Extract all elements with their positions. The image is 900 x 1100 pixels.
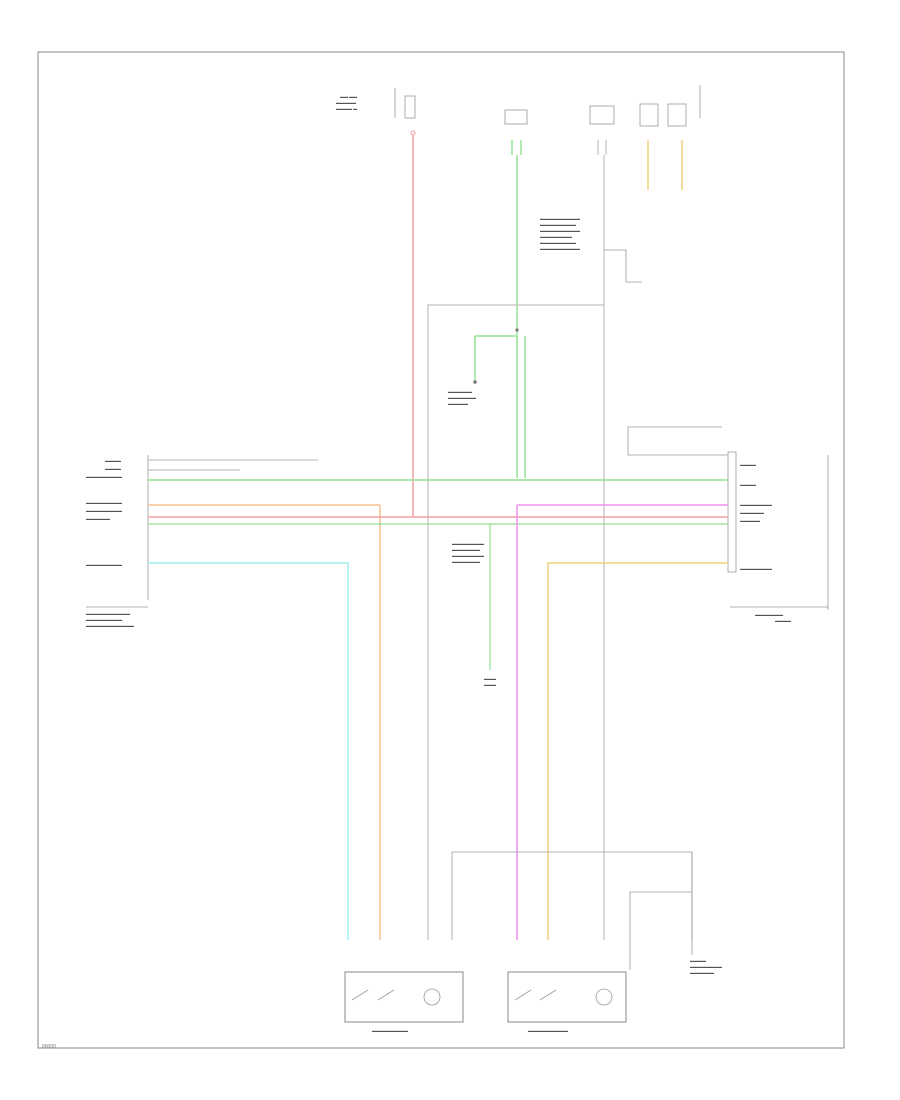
- svg-text:▬▬▬: ▬▬▬: [484, 676, 496, 681]
- svg-text:▬▬▬▬▬▬▬▬▬▬▬: ▬▬▬▬▬▬▬▬▬▬▬: [86, 611, 130, 616]
- svg-text:▬▬▬▬▬▬▬▬▬: ▬▬▬▬▬▬▬▬▬: [540, 240, 576, 245]
- svg-text:▬▬▬▬▬▬▬▬▬▬: ▬▬▬▬▬▬▬▬▬▬: [540, 228, 580, 233]
- diagram-frame: [37, 51, 845, 1049]
- svg-text:▬▬▬▬▬▬▬▬: ▬▬▬▬▬▬▬▬: [540, 234, 572, 239]
- svg-text:▬▬▬▬▬▬▬▬▬: ▬▬▬▬▬▬▬▬▬: [86, 617, 122, 622]
- svg-text:▬▬▬▬: ▬▬▬▬: [105, 458, 121, 463]
- svg-text:▬▬▬▬: ▬▬▬▬: [740, 482, 756, 487]
- top-sources: ▬▬ ▬▬▬▬▬▬▬▬▬▬▬ ▬: [336, 85, 701, 190]
- svg-text:▬▬▬▬▬▬▬▬: ▬▬▬▬▬▬▬▬: [452, 541, 484, 546]
- svg-text:▬▬▬▬▬: ▬▬▬▬▬: [336, 100, 356, 105]
- source-right: [589, 105, 615, 155]
- svg-text:▬▬▬▬▬▬: ▬▬▬▬▬▬: [448, 389, 472, 394]
- svg-text:▬▬▬▬▬▬▬: ▬▬▬▬▬▬▬: [755, 612, 783, 617]
- right-connector: ▬▬▬▬ ▬▬▬▬ ▬▬▬▬▬▬▬▬ ▬▬▬▬▬▬ ▬▬▬▬▬ ▬▬▬▬▬▬▬▬…: [627, 426, 829, 623]
- svg-text:▬▬▬▬▬▬▬▬▬: ▬▬▬▬▬▬▬▬▬: [372, 1028, 408, 1033]
- svg-text:▬▬▬▬▬▬▬: ▬▬▬▬▬▬▬: [452, 547, 480, 552]
- svg-text:▬▬▬▬▬▬▬▬▬▬▬▬: ▬▬▬▬▬▬▬▬▬▬▬▬: [86, 623, 134, 628]
- svg-text:▬▬ ▬▬: ▬▬ ▬▬: [340, 94, 357, 99]
- svg-text:▬▬▬▬▬▬▬▬▬▬: ▬▬▬▬▬▬▬▬▬▬: [540, 246, 580, 251]
- svg-text:▬▬▬: ▬▬▬: [484, 682, 496, 687]
- module-label-top: ▬▬▬▬▬▬▬▬▬▬ ▬▬▬▬▬▬▬▬▬ ▬▬▬▬▬▬▬▬▬▬ ▬▬▬▬▬▬▬▬…: [540, 216, 580, 251]
- svg-text:▬▬▬▬▬▬▬▬▬: ▬▬▬▬▬▬▬▬▬: [86, 474, 122, 479]
- svg-text:▬▬▬▬▬: ▬▬▬▬▬: [448, 401, 468, 406]
- svg-text:▬▬▬▬▬▬▬▬▬: ▬▬▬▬▬▬▬▬▬: [86, 508, 122, 513]
- svg-text:▬▬▬▬▬▬▬▬: ▬▬▬▬▬▬▬▬: [452, 553, 484, 558]
- diagram-code: 00000: [42, 1044, 56, 1050]
- svg-text:▬▬▬▬▬▬▬: ▬▬▬▬▬▬▬: [448, 395, 476, 400]
- svg-text:▬▬▬▬: ▬▬▬▬: [775, 618, 791, 623]
- svg-text:▬▬▬▬: ▬▬▬▬: [105, 466, 121, 471]
- wire-blue: [148, 562, 349, 940]
- label-green-left: ▬▬▬▬▬▬▬▬▬▬▬▬▬▬▬▬▬▬: [448, 389, 476, 406]
- svg-text:▬▬▬▬▬▬▬▬: ▬▬▬▬▬▬▬▬: [690, 964, 722, 969]
- fuse-source-left: ▬▬ ▬▬▬▬▬▬▬▬▬▬▬ ▬: [336, 88, 416, 136]
- svg-text:▬▬▬▬▬▬▬▬▬: ▬▬▬▬▬▬▬▬▬: [86, 500, 122, 505]
- source-center: [504, 109, 528, 155]
- left-connector: ▬▬▬▬ ▬▬▬▬ ▬▬▬▬▬▬▬▬▬ ▬▬▬▬▬▬▬▬▬ ▬▬▬▬▬▬▬▬▬ …: [86, 455, 149, 628]
- svg-text:▬▬▬▬▬▬▬: ▬▬▬▬▬▬▬: [452, 559, 480, 564]
- switch-left: ▬▬▬▬▬▬▬▬▬: [344, 971, 464, 1033]
- switch-right: ▬▬▬▬▬▬▬▬▬▬: [507, 971, 627, 1033]
- connector-pair-top-right: [639, 85, 701, 190]
- svg-text:▬▬▬▬: ▬▬▬▬: [690, 958, 706, 963]
- svg-text:▬▬▬▬▬▬▬▬: ▬▬▬▬▬▬▬▬: [740, 502, 772, 507]
- svg-text:▬▬▬▬▬: ▬▬▬▬▬: [740, 518, 760, 523]
- svg-text:▬▬▬▬▬▬▬▬▬: ▬▬▬▬▬▬▬▬▬: [540, 222, 576, 227]
- svg-text:▬▬▬▬▬▬: ▬▬▬▬▬▬: [86, 516, 110, 521]
- svg-text:▬▬▬▬▬▬: ▬▬▬▬▬▬: [740, 510, 764, 515]
- svg-text:▬▬▬▬▬▬: ▬▬▬▬▬▬: [690, 970, 714, 975]
- ground-bottom-right: ▬▬▬▬▬▬▬▬▬▬▬▬▬▬▬▬▬▬: [690, 958, 722, 975]
- svg-text:▬▬▬▬ ▬: ▬▬▬▬ ▬: [336, 106, 357, 111]
- svg-text:▬▬▬▬▬▬▬▬▬: ▬▬▬▬▬▬▬▬▬: [86, 562, 122, 567]
- wire-yellow: [547, 562, 728, 940]
- svg-text:▬▬▬▬▬▬▬▬: ▬▬▬▬▬▬▬▬: [740, 566, 772, 571]
- ground-center: ▬▬▬▬▬▬▬▬▬▬▬▬▬▬▬▬▬▬▬▬▬▬▬▬▬▬▬▬▬▬▬▬▬▬▬▬: [452, 524, 496, 687]
- svg-text:▬▬▬▬▬▬▬▬▬▬: ▬▬▬▬▬▬▬▬▬▬: [528, 1028, 568, 1033]
- svg-text:▬▬▬▬: ▬▬▬▬: [740, 462, 756, 467]
- svg-text:▬▬▬▬▬▬▬▬▬▬: ▬▬▬▬▬▬▬▬▬▬: [540, 216, 580, 221]
